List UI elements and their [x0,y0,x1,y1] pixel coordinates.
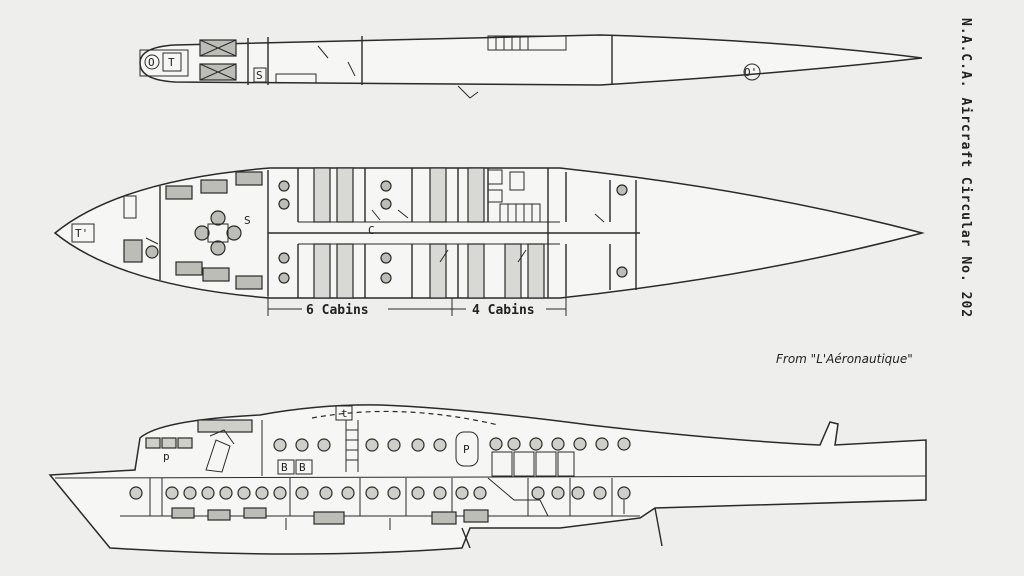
circular-title: N.A.C.A. Aircraft Circular No. 202 [958,18,973,319]
profile-label-p-upper: P [463,443,470,456]
profile-p-box [455,431,479,467]
upper-t-box [162,52,182,72]
profile-label-b1: B [281,461,288,474]
six-cabins-label: 6 Cabins [306,303,369,318]
cabin-berths [313,167,545,299]
washbasins [278,180,628,284]
upper-label-o-prime: O' [744,66,757,79]
lower-furniture [149,477,625,530]
upper-label-o: O [148,56,155,69]
upper-stair [487,35,567,51]
upper-deck-plan: O T S [139,34,923,99]
main-label-s: S [244,214,251,227]
upper-label-t: T [168,56,175,69]
pilot-seats [199,39,237,81]
side-profile: t [48,404,927,555]
hull-upper-profile [48,404,927,555]
source-note: From "L'Aéronautique" [776,352,913,366]
upper-s-box [253,67,267,83]
ladder [345,420,359,472]
lower-portholes [129,486,631,500]
upper-portholes [145,419,631,452]
main-label-c: C [368,224,375,237]
main-deck-plan: T' S [53,167,925,318]
main-label-t-prime: T' [75,227,88,240]
profile-label-b2: B [299,461,306,474]
main-t-prime-box [71,223,95,243]
upper-o-marker [144,54,160,70]
upper-cockpit-box [139,49,189,77]
upper-bench [275,73,317,84]
galley-stair [487,169,541,223]
four-cabins-label: 4 Cabins [472,303,535,318]
cockpit-figures [205,420,263,476]
salon-seating [123,171,263,290]
profile-label-p-lower: p [163,450,170,463]
upper-label-s: S [256,69,263,82]
profile-label-t: t [341,407,348,420]
upper-o-prime-marker [743,63,761,81]
